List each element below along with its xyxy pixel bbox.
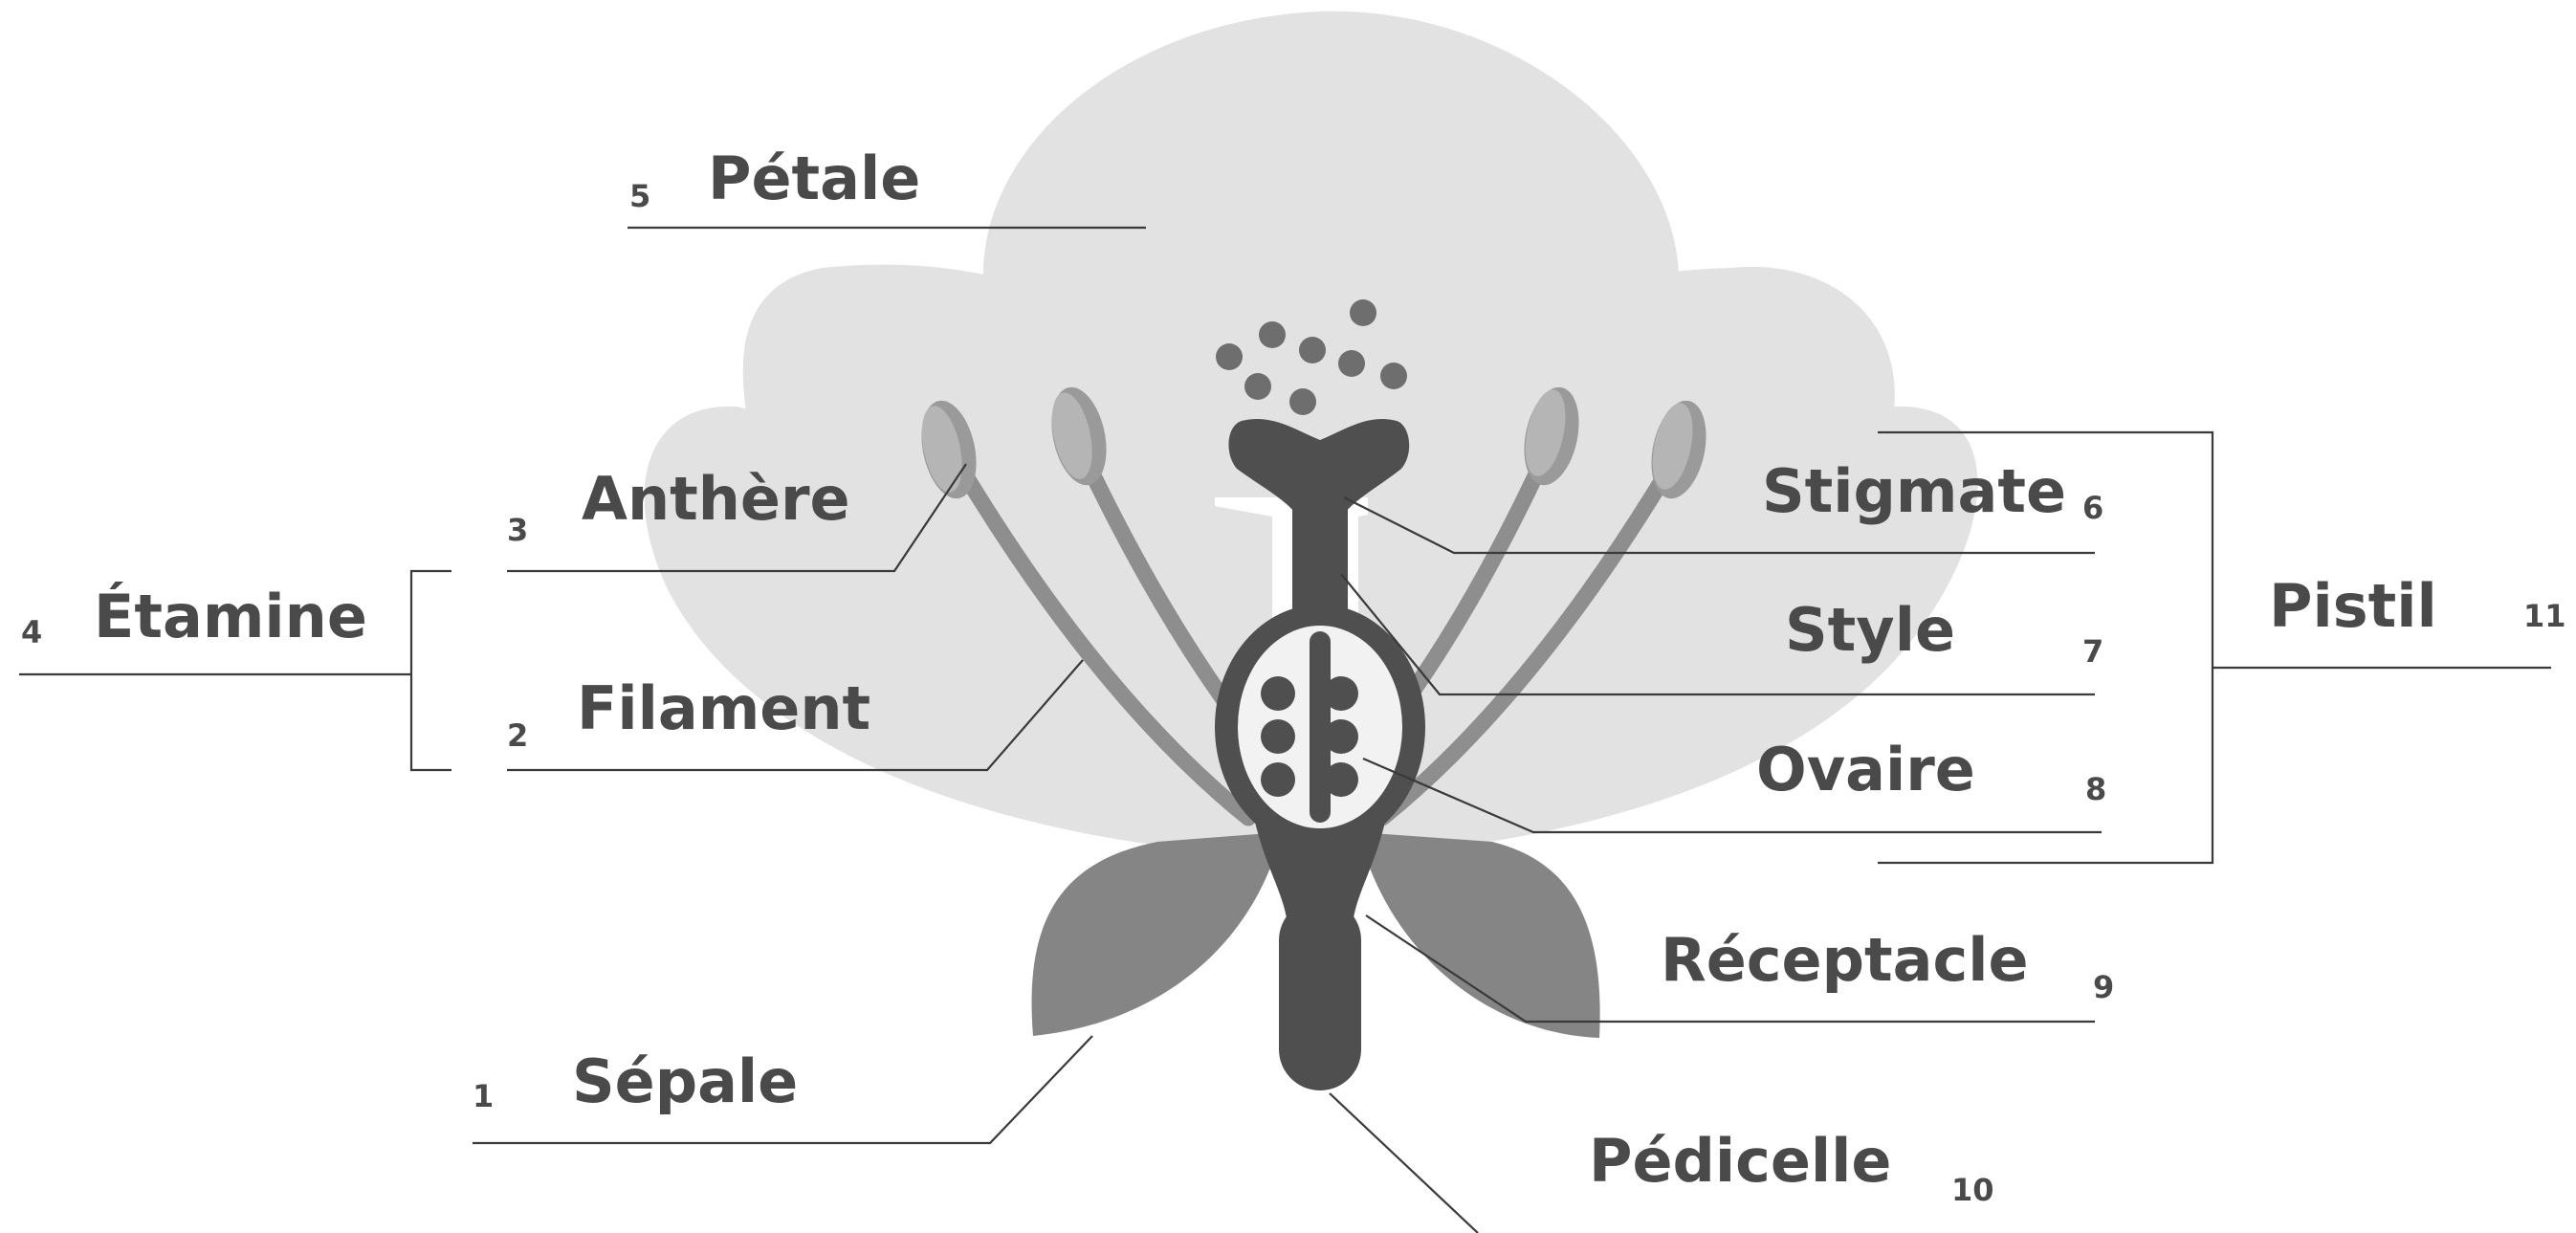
number-filament: 2 <box>507 717 528 754</box>
number-petale: 5 <box>629 178 650 214</box>
label-pistil: Pistil <box>2269 571 2437 641</box>
number-pedicelle: 10 <box>1951 1172 1994 1208</box>
ovary-interior <box>1238 626 1402 828</box>
number-sepale: 1 <box>473 1078 494 1114</box>
label-pedicelle: Pédicelle <box>1589 1126 1891 1196</box>
number-style: 7 <box>2082 633 2103 670</box>
label-stigmate: Stigmate <box>1762 456 2066 526</box>
number-anthere: 3 <box>507 512 528 548</box>
number-pistil: 11 <box>2523 598 2566 634</box>
number-stigmate: 6 <box>2082 490 2103 526</box>
label-ovaire: Ovaire <box>1756 735 1975 804</box>
label-sepale: Sépale <box>572 1046 798 1116</box>
label-anthere: Anthère <box>582 464 850 534</box>
pedicel <box>1279 899 1361 1090</box>
number-ovaire: 8 <box>2085 771 2106 807</box>
label-petale: Pétale <box>708 143 920 213</box>
number-etamine: 4 <box>21 614 42 650</box>
number-receptacle: 9 <box>2093 969 2114 1005</box>
sepal-left <box>1032 832 1282 1036</box>
label-etamine: Étamine <box>94 582 367 651</box>
label-style: Style <box>1785 595 1955 665</box>
label-receptacle: Réceptacle <box>1661 925 2029 995</box>
label-filament: Filament <box>577 673 870 743</box>
leader-pedicelle <box>1330 1093 1478 1233</box>
